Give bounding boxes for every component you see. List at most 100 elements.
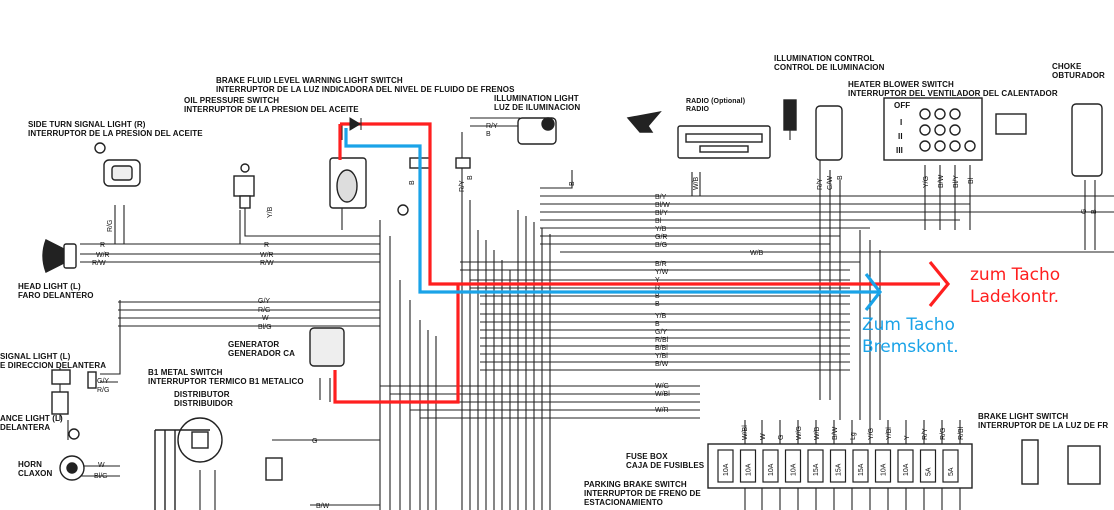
fuse-wire-label: Y/Bl xyxy=(886,427,893,440)
bus-wire-label: R xyxy=(655,285,660,292)
bus-wire-label: Bl/W xyxy=(655,202,670,209)
fuse-rating: 15A xyxy=(858,463,865,476)
fuse-wire-label: Y xyxy=(904,435,911,440)
bus-wire-label: W/R xyxy=(655,407,669,414)
fuse-wire-label: W/Bl xyxy=(742,425,749,440)
wire-label: R xyxy=(264,242,269,249)
fuse-rating: 10A xyxy=(723,463,730,476)
fuse xyxy=(852,449,869,483)
bus-wire-label: G/R xyxy=(655,234,667,241)
fuse-wire-label: W/G xyxy=(796,426,803,440)
bus-wire-label: Y/B xyxy=(655,226,667,233)
annotation-red-line-2: Ladekontr. xyxy=(970,287,1060,307)
brake-light-switch-icon xyxy=(1021,439,1039,485)
fuse-wire-label: W xyxy=(760,433,767,440)
wire-label: Bl/Y xyxy=(953,175,960,188)
wire-label: G/W xyxy=(827,176,834,190)
fuse-wire-label: Y/G xyxy=(868,428,875,440)
wire-label: W xyxy=(262,315,269,322)
wire-label: Bl/G xyxy=(94,473,108,480)
bus-wire-label: R/Bl xyxy=(655,337,669,344)
annotation-blue-line-1: Zum Tacho xyxy=(862,315,955,335)
wire-label: Y/B xyxy=(267,206,274,218)
oil-pressure-switch-caption: OIL PRESSURE SWITCH INTERRUPTOR DE LA PR… xyxy=(184,96,359,114)
illumination-control-icon xyxy=(783,99,797,131)
wire-label: B xyxy=(1091,209,1098,214)
fuse-rating: 10A xyxy=(791,463,798,476)
wire-label: Y/G xyxy=(923,176,930,188)
annotation-red-line-1: zum Tacho xyxy=(970,265,1061,285)
fuse-wire-label: R/G xyxy=(940,428,947,440)
fuse xyxy=(919,449,937,483)
bus-wire-label: B xyxy=(655,293,660,300)
heater-position-1: I xyxy=(900,118,903,127)
bus-wire-label: W/G xyxy=(655,383,669,390)
wire-label: R/Y xyxy=(486,123,498,130)
fuse xyxy=(762,449,779,483)
wire-label: R/W xyxy=(260,260,274,267)
bus-wire-label: B xyxy=(655,321,660,328)
turn-signal-caption: SIGNAL LIGHT (L) E DIRECCION DELANTERA xyxy=(0,352,107,370)
wire-label: B/W xyxy=(316,503,330,510)
wire-labels: R/G R W/R R/W R W/R R/W G/Y R/G W Bl/G G… xyxy=(92,123,1098,510)
wire-label: B/W xyxy=(938,174,945,188)
parking-brake-switch-caption: PARKING BRAKE SWITCH INTERRUPTOR DE FREN… xyxy=(584,480,701,507)
fuse xyxy=(739,449,757,483)
bus-wire-label: Y/B xyxy=(655,313,667,320)
relay-icon xyxy=(815,105,843,161)
fuse-rating: 10A xyxy=(746,463,753,476)
horn-caption: HORN CLAXON xyxy=(18,460,53,478)
fuse-wire-label: R/Bl xyxy=(958,426,965,440)
wire-label: G xyxy=(312,438,317,445)
annotation-blue-line-2: Bremskont. xyxy=(862,337,959,357)
wire-label: W/B xyxy=(750,250,764,257)
fuse-rating: 5A xyxy=(926,467,933,476)
heater-position-3: III xyxy=(896,146,903,155)
bus-wire-label: B xyxy=(655,301,660,308)
fuse-rating: 10A xyxy=(903,463,910,476)
bus-wire-label: Bl/Y xyxy=(655,210,668,217)
bus-wire-label: Y/Bl xyxy=(655,353,668,360)
bus-wire-label: B/Y xyxy=(655,194,667,201)
heater-position-off: OFF xyxy=(894,101,911,110)
fuse-rating: 15A xyxy=(813,463,820,476)
fuse xyxy=(784,449,802,483)
fuse-wire-label: Lg xyxy=(850,432,857,440)
fuse-wire-label: W/B xyxy=(814,426,821,440)
wire-label: R xyxy=(100,242,105,249)
fuse xyxy=(807,449,824,483)
wire-label: W/B xyxy=(693,176,700,190)
wire-label: B xyxy=(837,175,844,180)
speaker-icon xyxy=(626,110,662,133)
choke-caption: CHOKE OBTURADOR xyxy=(1052,62,1105,80)
fuse xyxy=(829,449,847,483)
clearance-light-icon xyxy=(51,391,69,415)
bus-wire-label: B/G xyxy=(655,242,667,249)
annotation-red: zum Tacho Ladekontr. xyxy=(970,264,1060,308)
fuse-rating: 15A xyxy=(836,463,843,476)
annotation-blue: Zum Tacho Bremskont. xyxy=(862,314,959,358)
wire-harness xyxy=(59,100,1114,510)
heater-blower-switch-caption: HEATER BLOWER SWITCH INTERRUPTOR DEL VEN… xyxy=(848,80,1058,98)
bus-label-group: B/YBl/WBl/YBlY/BG/RB/GB/RY/WYRBBY/BBG/YR… xyxy=(655,194,670,414)
wire-label: Bl/G xyxy=(258,324,272,331)
fuse xyxy=(874,449,892,483)
wire-label: W/R xyxy=(96,252,110,259)
fuse-rating: 10A xyxy=(768,463,775,476)
ground-icon xyxy=(94,142,106,154)
blue-arrow-icon xyxy=(864,273,883,311)
fuse-wire-label: R/Y xyxy=(922,428,929,440)
fuse-wire-label: G xyxy=(778,435,785,440)
wire-label: G/Y xyxy=(97,378,109,385)
generator-caption: GENERATOR GENERADOR CA xyxy=(228,340,295,358)
fuse-rating: 10A xyxy=(881,463,888,476)
distributor-caption: DISTRIBUTOR DISTRIBUIDOR xyxy=(174,390,233,408)
wire-label: G xyxy=(1081,209,1088,214)
clearance-light-caption: ANCE LIGHT (L) DELANTERA xyxy=(0,414,63,432)
brake-light-switch-caption: BRAKE LIGHT SWITCH INTERRUPTOR DE LA LUZ… xyxy=(978,412,1109,430)
bus-wire-label: Y/W xyxy=(655,269,669,276)
b1-metal-switch-caption: B1 METAL SWITCH INTERRUPTOR TERMICO B1 M… xyxy=(148,368,304,386)
